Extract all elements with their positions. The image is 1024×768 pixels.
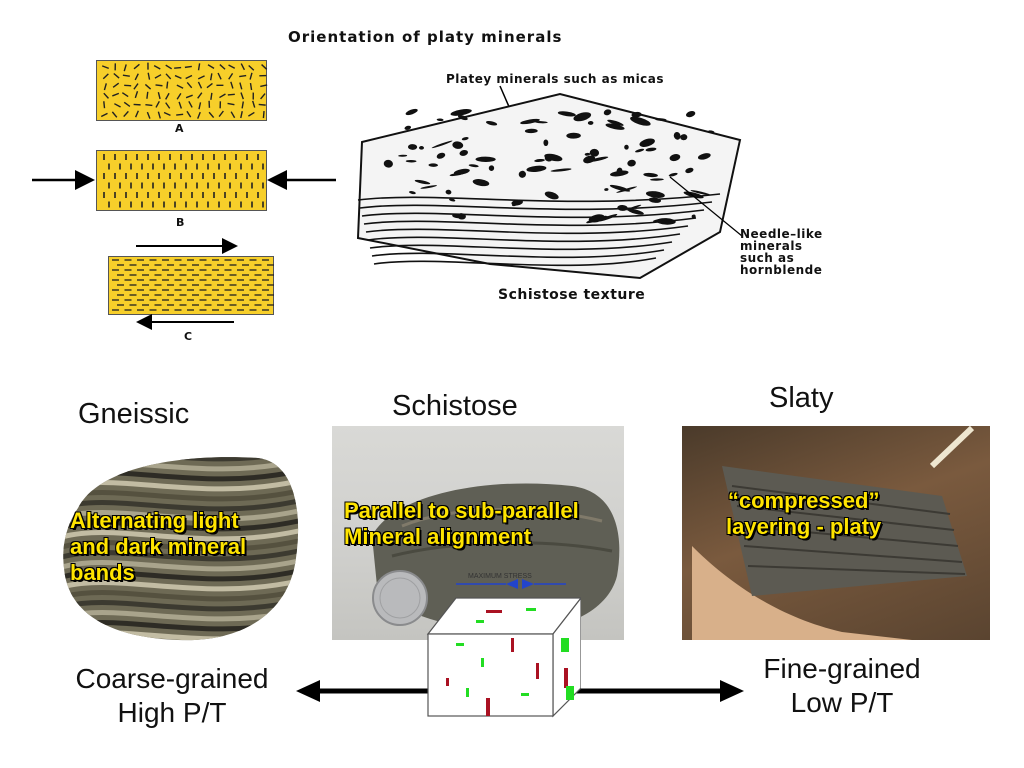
gneiss-rock-photo xyxy=(63,457,299,641)
schistose-texture-caption: Schistose texture xyxy=(498,287,646,303)
panel-b-label: B xyxy=(176,216,185,229)
slate-rock-photo xyxy=(682,426,990,640)
gneissic-description: Alternating light and dark mineral bands xyxy=(70,508,247,585)
panel-c-shear-orientation xyxy=(108,238,274,330)
slaty-label: Slaty xyxy=(769,382,834,414)
panel-a-label: A xyxy=(175,122,184,135)
micas-annotation: Platey minerals such as micas xyxy=(446,72,665,86)
schistose-label: Schistose xyxy=(392,390,518,422)
fine-grained-label: Fine-grained Low P/T xyxy=(763,653,921,718)
panel-c-label: C xyxy=(184,330,193,343)
schistose-block-illustration xyxy=(356,85,743,280)
schistose-description: Parallel to sub-parallel Mineral alignme… xyxy=(344,498,579,549)
coarse-grained-label: Coarse-grained High P/T xyxy=(75,663,269,728)
panel-a-random-orientation xyxy=(96,60,268,121)
stress-label: MAXIMUM STRESS xyxy=(468,573,532,580)
diagram-title: Orientation of platy minerals xyxy=(288,28,563,46)
slaty-description: “compressed” layering - platy xyxy=(726,488,882,539)
panel-b-compressed-orientation xyxy=(32,150,336,211)
gneissic-label: Gneissic xyxy=(78,398,190,430)
needle-minerals-annotation: Needle–like minerals such as hornblende xyxy=(740,227,823,277)
maximum-stress-cube: MAXIMUM STRESS xyxy=(426,573,581,718)
scale-arrow-left-head xyxy=(296,680,320,702)
scale-arrow-right-head xyxy=(720,680,744,702)
